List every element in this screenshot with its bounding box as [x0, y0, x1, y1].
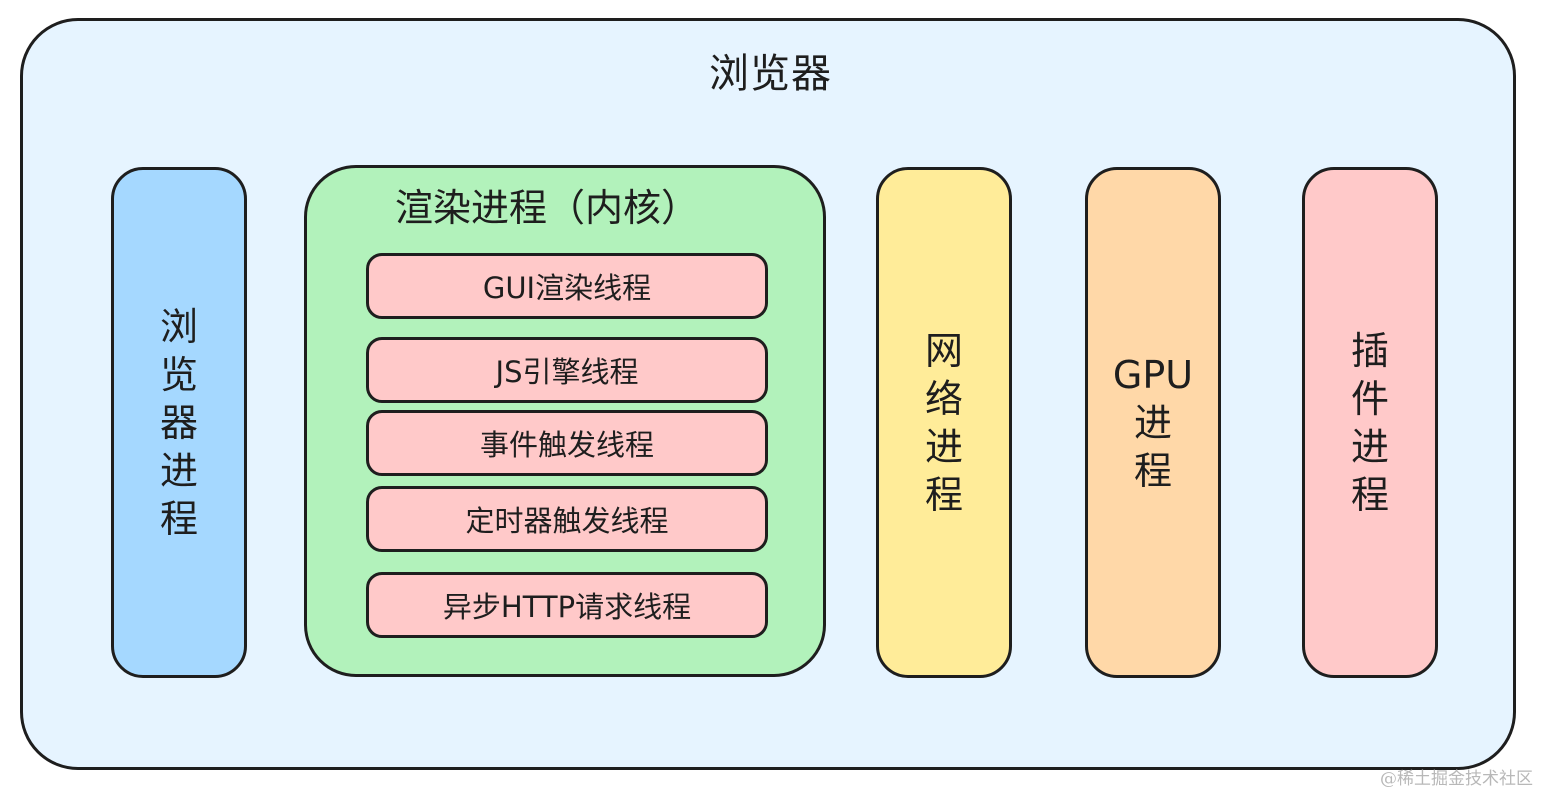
network-process-char: 络 [924, 376, 963, 421]
browser-process-char: 浏 [159, 304, 198, 349]
browser-process-char: 器 [159, 400, 198, 445]
plugin-process-box: 插 件 进 程 [1302, 167, 1438, 678]
plugin-process-label: 插 件 进 程 [1340, 327, 1400, 519]
network-process-label: 网 络 进 程 [914, 327, 974, 519]
browser-process-char: 览 [159, 352, 198, 397]
thread-async-http: 异步HTTP请求线程 [366, 572, 768, 638]
thread-event-trigger: 事件触发线程 [366, 410, 768, 476]
gpu-process-text: GPU [1112, 352, 1194, 397]
network-process-char: 程 [924, 472, 963, 517]
browser-process-label: 浏 览 器 进 程 [149, 303, 209, 543]
gpu-process-label: GPU 进 程 [1098, 351, 1208, 495]
browser-process-char: 进 [159, 448, 198, 493]
network-process-box: 网 络 进 程 [876, 167, 1012, 678]
watermark: @稀土掘金技术社区 [1380, 769, 1533, 789]
network-process-char: 进 [924, 424, 963, 469]
thread-gui-render: GUI渲染线程 [366, 253, 768, 319]
plugin-process-char: 插 [1350, 328, 1389, 373]
browser-process-char: 程 [159, 496, 198, 541]
thread-timer-trigger: 定时器触发线程 [366, 486, 768, 552]
renderer-process-title: 渲染进程（内核） [395, 186, 700, 230]
plugin-process-char: 程 [1350, 472, 1389, 517]
thread-js-engine: JS引擎线程 [366, 337, 768, 403]
network-process-char: 网 [924, 328, 963, 373]
browser-process-box: 浏 览 器 进 程 [111, 167, 247, 678]
plugin-process-char: 进 [1350, 424, 1389, 469]
gpu-process-char: 程 [1133, 448, 1172, 493]
gpu-process-char: 进 [1133, 400, 1172, 445]
gpu-process-box: GPU 进 程 [1085, 167, 1221, 678]
browser-title: 浏览器 [709, 51, 832, 97]
plugin-process-char: 件 [1350, 376, 1389, 421]
